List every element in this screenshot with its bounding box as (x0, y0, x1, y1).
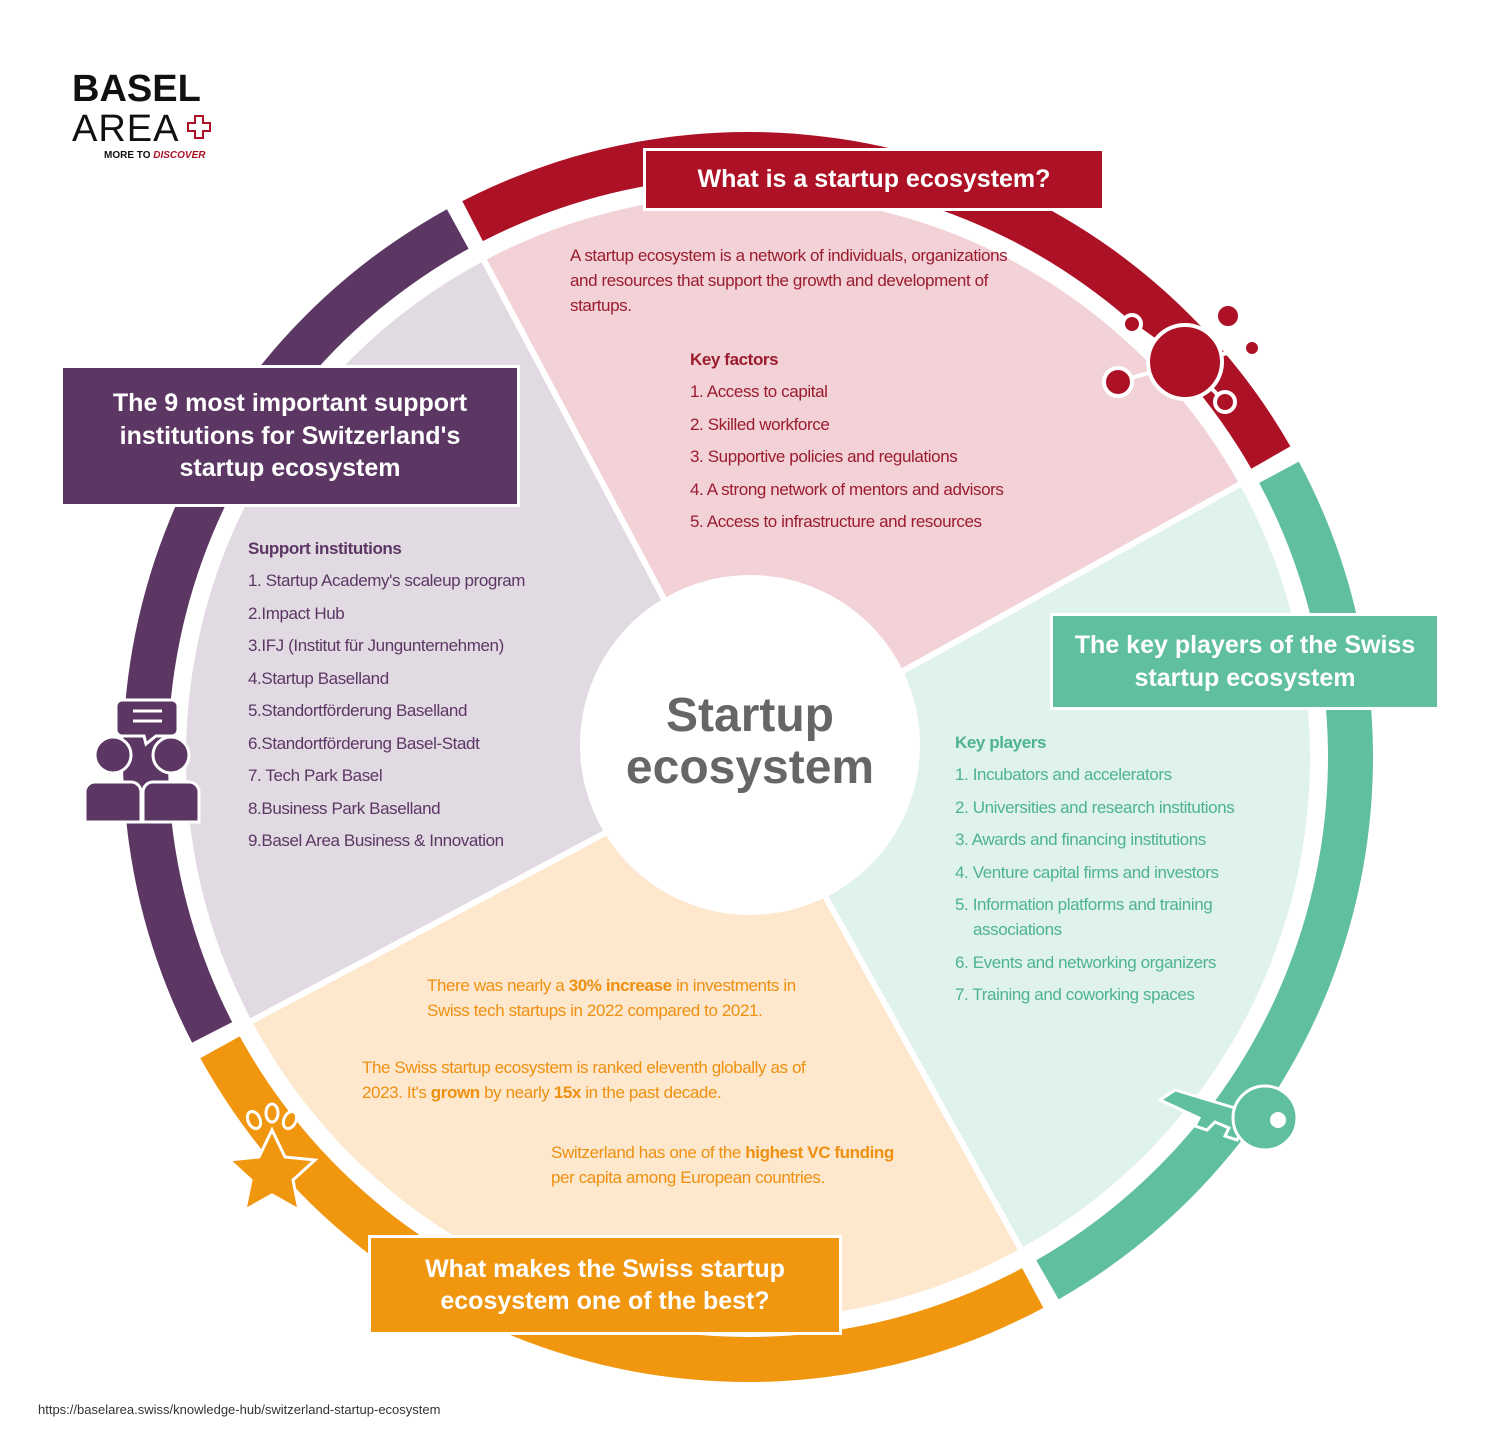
people-chat-icon (83, 698, 201, 824)
logo-area: AREA (72, 108, 180, 150)
fact-text: per capita among European countries. (551, 1168, 825, 1187)
best-fact-2: The Swiss startup ecosystem is ranked el… (362, 1055, 807, 1105)
fact-highlight: grown (430, 1083, 480, 1102)
tagline-accent: DISCOVER (153, 150, 206, 161)
list-item: 3. Supportive policies and regulations (690, 447, 958, 466)
list-item: 3. Awards and financing institutions (955, 830, 1206, 849)
list-item: 4. Venture capital firms and investors (955, 862, 1219, 882)
tagline-text: MORE TO (104, 150, 154, 161)
best-ring-segment (200, 1036, 1044, 1383)
players-ring-segment (1036, 461, 1373, 1300)
source-url: https://baselarea.swiss/knowledge-hub/sw… (38, 1402, 441, 1417)
fact-text: in investments in Swiss tech startups in… (427, 976, 796, 1020)
logo-tagline: MORE TO DISCOVER (104, 150, 206, 161)
list-item: 9.Basel Area Business & Innovation (248, 831, 504, 850)
best-fact-1: There was nearly a 30% increase in inves… (427, 973, 827, 1023)
what-intro: A startup ecosystem is a network of indi… (570, 246, 1008, 315)
list-item: 1. Incubators and accelerators (955, 765, 1172, 784)
players-list: Key players 1. Incubators and accelerato… (955, 730, 1275, 1015)
list-item: 5. Information platforms and training as… (955, 895, 1213, 939)
fact-text: Switzerland has one of the (551, 1143, 746, 1162)
list-item: 6. Events and networking organizers (955, 952, 1216, 972)
list-item: 5.Standortförderung Baselland (248, 701, 468, 720)
fact-text: in the past decade. (580, 1083, 722, 1102)
list-item: 6.Standortförderung Basel-Stadt (248, 733, 480, 753)
list-item: 8.Business Park Baselland (248, 798, 441, 818)
best-fact-3: Switzerland has one of the highest VC fu… (551, 1140, 921, 1190)
list-item: 2. Universities and research institution… (955, 797, 1235, 817)
network-icon (1102, 302, 1262, 414)
what-ring-segment (462, 131, 1291, 469)
list-item: 1. Access to capital (690, 382, 828, 401)
support-list: Support institutions 1. Startup Academy'… (248, 536, 578, 861)
what-title: What is a startup ecosystem? (697, 165, 1051, 194)
list-item: 7. Tech Park Basel (248, 766, 383, 785)
list-item: 2. Skilled workforce (690, 414, 830, 434)
support-title: The 9 most important support institution… (112, 389, 468, 483)
list-item: 4. A strong network of mentors and advis… (690, 479, 1004, 499)
center-title-line1: Startup (666, 689, 834, 742)
key-factors-heading: Key factors (690, 350, 779, 369)
list-item: 1. Startup Academy's scaleup program (248, 571, 526, 590)
logo-basel: BASEL (72, 68, 201, 110)
support-heading: Support institutions (248, 539, 402, 558)
list-item: 7. Training and coworking spaces (955, 985, 1195, 1004)
fact-highlight: highest VC funding (745, 1143, 894, 1162)
players-title: The key players of the Swiss startup eco… (1074, 631, 1416, 692)
best-title-box: What makes the Swiss startup ecosystem o… (368, 1235, 842, 1335)
key-factors-list: Key factors 1. Access to capital 2. Skil… (690, 347, 1070, 542)
players-title-box: The key players of the Swiss startup eco… (1050, 613, 1440, 710)
best-title: What makes the Swiss startup ecosystem o… (425, 1254, 785, 1316)
players-heading: Key players (955, 733, 1047, 752)
star-award-icon (225, 1102, 319, 1213)
list-item: 4.Startup Baselland (248, 668, 389, 688)
fact-text: The Swiss startup ecosystem is ranked el… (362, 1058, 806, 1102)
center-circle (580, 575, 920, 915)
fact-highlight: 15x (553, 1083, 582, 1102)
fact-text: There was nearly a (427, 976, 569, 995)
key-icon (1156, 1084, 1299, 1152)
fact-highlight: 30% increase (568, 976, 672, 995)
support-title-box: The 9 most important support institution… (60, 365, 520, 507)
center-title-line2: ecosystem (625, 741, 875, 794)
fact-text: by nearly (479, 1083, 554, 1102)
swiss-cross-icon (187, 115, 211, 139)
list-item: 3.IFJ (Institut für Jungunternehmen) (248, 636, 504, 655)
what-title-box: What is a startup ecosystem? (643, 148, 1105, 211)
list-item: 5. Access to infrastructure and resource… (690, 512, 982, 531)
list-item: 2.Impact Hub (248, 603, 345, 623)
